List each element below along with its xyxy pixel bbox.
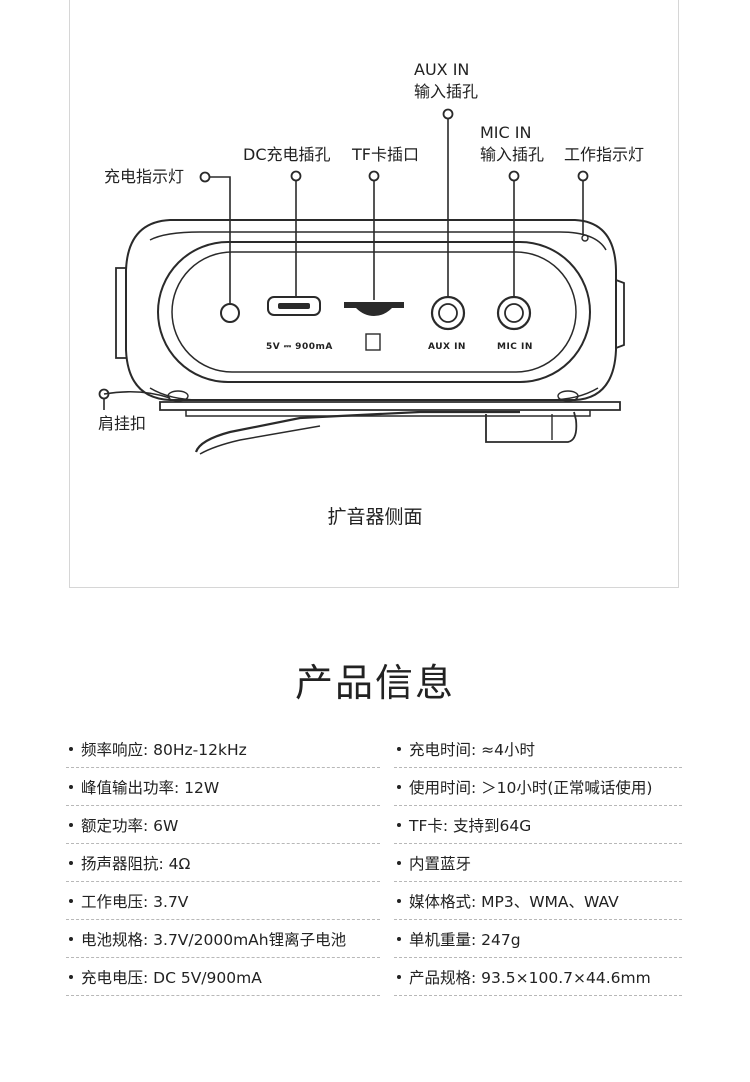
bullet-icon xyxy=(69,860,73,865)
callout-dot xyxy=(199,171,211,183)
spec-row: 峰值输出功率: 12W xyxy=(66,768,380,806)
speaker-body-outline xyxy=(125,219,617,401)
aux-in-jack xyxy=(430,295,466,331)
label-dc-port: DC充电插孔 xyxy=(243,145,331,164)
dc-charge-port xyxy=(267,296,321,316)
diagram-caption: 扩音器侧面 xyxy=(327,506,423,528)
spec-row: 充电时间: ≈4小时 xyxy=(394,730,682,768)
bullet-icon xyxy=(397,974,401,979)
bullet-icon xyxy=(397,860,401,865)
bullet-icon xyxy=(397,936,401,941)
bullet-icon xyxy=(397,784,401,789)
spec-row: 工作电压: 3.7V xyxy=(66,882,380,920)
port-text-dc: 5V ⎓ 900mA xyxy=(266,342,333,352)
label-charge-indicator: 充电指示灯 xyxy=(104,167,185,186)
spec-list-left: 频率响应: 80Hz-12kHz 峰值输出功率: 12W 额定功率: 6W 扬声… xyxy=(66,730,380,996)
bullet-icon xyxy=(69,974,73,979)
port-text-aux: AUX IN xyxy=(428,342,466,352)
spec-row: 内置蓝牙 xyxy=(394,844,682,882)
spec-row: 媒体格式: MP3、WMA、WAV xyxy=(394,882,682,920)
label-tf-slot: TF卡插口 xyxy=(352,145,419,164)
bullet-icon xyxy=(69,822,73,827)
spec-row: TF卡: 支持到64G xyxy=(394,806,682,844)
port-text-mic: MIC IN xyxy=(497,342,533,352)
spec-row: 产品规格: 93.5×100.7×44.6mm xyxy=(394,958,682,996)
bullet-icon xyxy=(397,746,401,751)
callout-dot xyxy=(368,170,380,182)
spec-row: 单机重量: 247g xyxy=(394,920,682,958)
label-mic-in-sub: 输入插孔 xyxy=(480,145,545,164)
mic-in-jack xyxy=(496,295,532,331)
spec-row: 额定功率: 6W xyxy=(66,806,380,844)
spec-row: 频率响应: 80Hz-12kHz xyxy=(66,730,380,768)
callout-dot xyxy=(577,170,589,182)
section-title: 产品信息 xyxy=(294,661,455,705)
spec-row: 扬声器阻抗: 4Ω xyxy=(66,844,380,882)
bullet-icon xyxy=(397,822,401,827)
spec-list-right: 充电时间: ≈4小时 使用时间: ＞10小时(正常喊话使用) TF卡: 支持到6… xyxy=(394,730,682,996)
bullet-icon xyxy=(69,898,73,903)
clip-hook xyxy=(194,410,520,453)
label-mic-in-title: MIC IN xyxy=(480,123,532,142)
bullet-icon xyxy=(69,746,73,751)
callout-dot xyxy=(290,170,302,182)
callout-dot xyxy=(508,170,520,182)
spec-row: 充电电压: DC 5V/900mA xyxy=(66,958,380,996)
label-aux-in-sub: 输入插孔 xyxy=(414,82,479,101)
label-work-indicator: 工作指示灯 xyxy=(564,145,645,164)
bullet-icon xyxy=(69,936,73,941)
label-shoulder-clip: 肩挂扣 xyxy=(98,414,147,433)
tf-card-slot xyxy=(344,302,404,316)
bullet-icon xyxy=(397,898,401,903)
charge-indicator-led xyxy=(220,303,240,323)
speaker-side-view-drawing xyxy=(98,108,625,455)
spec-row: 电池规格: 3.7V/2000mAh锂离子电池 xyxy=(66,920,380,958)
callout-dot xyxy=(442,108,454,120)
spec-row: 使用时间: ＞10小时(正常喊话使用) xyxy=(394,768,682,806)
label-aux-in-title: AUX IN xyxy=(414,60,470,79)
bullet-icon xyxy=(69,784,73,789)
